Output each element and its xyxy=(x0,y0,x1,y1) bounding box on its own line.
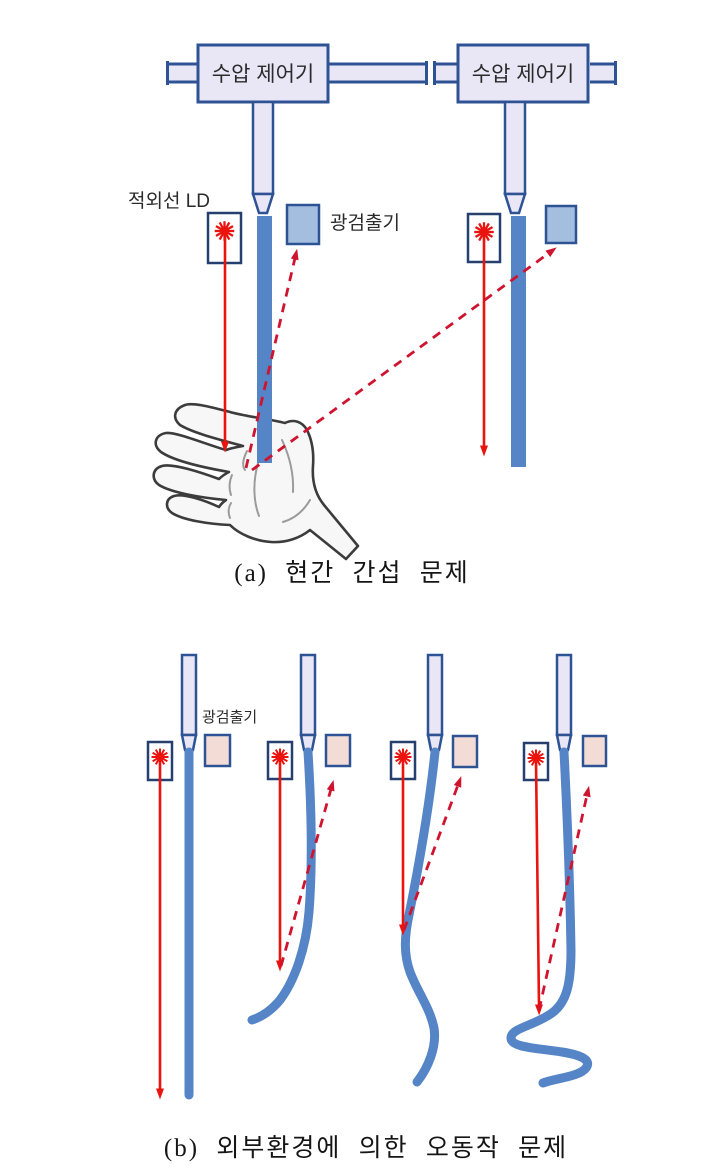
laser-beam-4 xyxy=(534,760,543,1016)
detector-label: 광검출기 xyxy=(330,212,400,234)
pipe-left xyxy=(433,61,458,85)
pipe-right xyxy=(328,61,428,85)
scattered-beam-4 xyxy=(537,785,591,1011)
water-stream-left xyxy=(257,216,272,463)
caption-a: (a) 현간 간섭 문제 xyxy=(234,559,470,587)
stream-s-curve xyxy=(400,747,440,1087)
water-pressure-controller-box xyxy=(196,43,330,104)
figure-a: 수압 제어기 수압 제어기 적외선 LD 광검출기 xyxy=(128,43,617,587)
figure-b: 광검출기 xyxy=(146,653,608,1162)
photo-detector-1 xyxy=(203,733,232,768)
controller-label: 수압 제어기 xyxy=(472,63,574,86)
pipe-left xyxy=(166,61,198,85)
photo-detector-2 xyxy=(324,733,352,768)
photo-detector-left xyxy=(285,203,321,246)
nozzle-tube xyxy=(251,100,275,196)
water-stream-right xyxy=(511,216,526,467)
nozzle-tube xyxy=(299,653,317,737)
nozzle-tip xyxy=(503,192,527,215)
controller-unit-right: 수압 제어기 xyxy=(433,43,617,215)
photo-detector-4 xyxy=(581,734,608,768)
stream-bent xyxy=(247,747,316,1025)
nozzle-tube xyxy=(180,653,198,737)
photo-detector-3 xyxy=(451,734,479,769)
controller-unit-left: 수압 제어기 xyxy=(166,43,428,215)
nozzle-tube xyxy=(426,653,444,737)
nozzle-tube xyxy=(503,100,527,196)
wand-2 xyxy=(299,653,317,752)
hand xyxy=(152,402,360,561)
controller-label: 수압 제어기 xyxy=(212,63,314,86)
interference-beam-to-right-detector xyxy=(251,247,557,472)
ir-ld-label: 적외선 LD xyxy=(128,190,210,212)
nozzle-tip xyxy=(251,192,275,215)
photo-detector-right xyxy=(544,204,578,245)
stream-zigzag xyxy=(506,747,592,1088)
detector-label: 광검출기 xyxy=(202,709,257,726)
wand-1 xyxy=(180,653,198,752)
pipe-right xyxy=(590,61,617,85)
wand-4 xyxy=(555,653,573,752)
wand-3 xyxy=(426,653,444,752)
scattered-beam-3 xyxy=(402,776,462,931)
caption-b: (b) 외부환경에 의한 오동작 문제 xyxy=(164,1134,568,1162)
hand-silhouette xyxy=(152,402,360,561)
nozzle-tube xyxy=(555,653,573,737)
scattered-beam-to-left-detector xyxy=(244,248,299,469)
